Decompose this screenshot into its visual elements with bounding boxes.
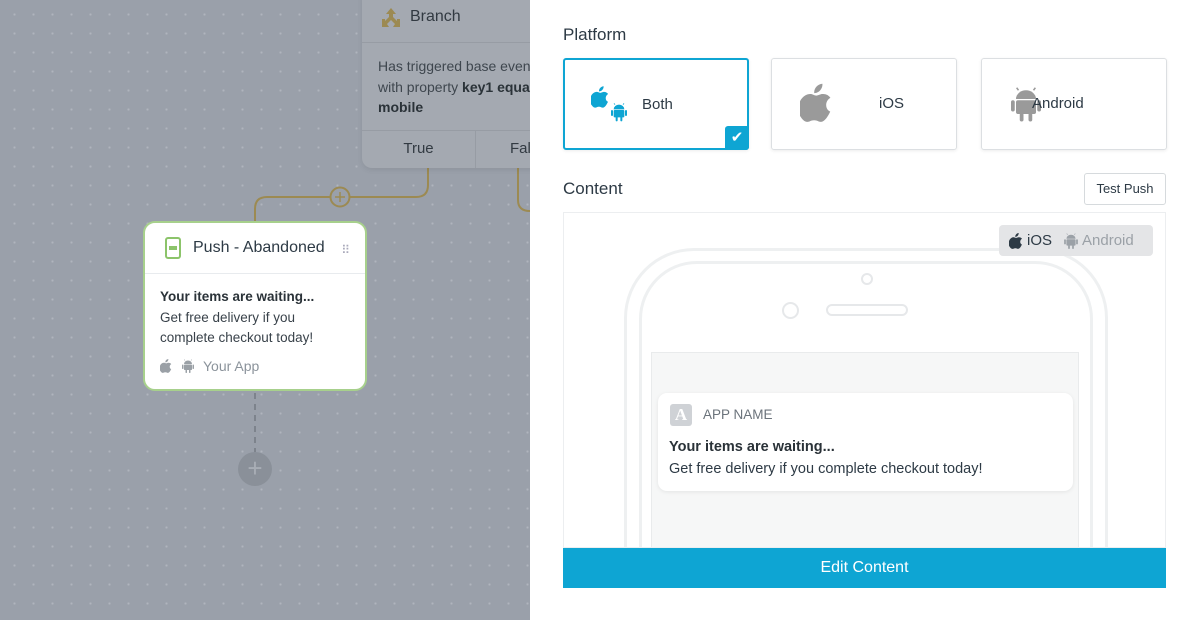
branch-title: Branch (410, 8, 461, 25)
push-message-title: Your items are waiting... (160, 289, 315, 304)
apple-icon (160, 359, 172, 373)
platform-label: Platform (563, 25, 627, 44)
connectors (254, 168, 530, 452)
preview-toggle-ios[interactable]: iOS (1009, 232, 1052, 249)
platform-option-both[interactable]: Both ✔ (563, 58, 749, 150)
apple-icon (591, 86, 609, 108)
platform-label-ios: iOS (879, 95, 905, 112)
push-preview: iOS Android A APP NAME Your items are wa… (563, 212, 1166, 548)
platform-label-android: Android (1032, 95, 1084, 112)
notification-preview: A APP NAME Your items are waiting... Get… (658, 393, 1073, 491)
platform-option-ios[interactable]: iOS (771, 58, 957, 150)
apple-icon (1009, 233, 1023, 249)
branch-false-label[interactable]: False (510, 140, 530, 157)
drag-handle-icon[interactable]: ⠿ (341, 243, 350, 257)
android-icon (182, 359, 194, 373)
apple-icon (800, 83, 832, 123)
platform-option-android[interactable]: Android (981, 58, 1167, 150)
push-node-title: Push - Abandoned (193, 239, 325, 256)
push-message-body: Get free delivery if you complete checko… (160, 310, 314, 345)
add-step-button[interactable]: + (238, 452, 272, 486)
checkmark-icon: ✔ (725, 126, 749, 150)
preview-toggle-android[interactable]: Android (1064, 232, 1134, 249)
edit-content-button[interactable]: Edit Content (563, 548, 1166, 588)
notification-title: Your items are waiting... (669, 439, 835, 455)
phone-frame (624, 248, 1108, 547)
platform-label-both: Both (642, 96, 673, 113)
branch-true-label[interactable]: True (403, 140, 434, 157)
android-icon (611, 102, 627, 122)
content-label: Content (563, 179, 623, 198)
branch-icon (382, 8, 400, 27)
mobile-push-icon (165, 237, 181, 259)
preview-platform-toggle[interactable]: iOS Android (999, 225, 1153, 256)
app-icon: A (670, 404, 692, 426)
notification-body: Get free delivery if you complete checko… (669, 461, 983, 477)
push-settings-panel: Platform Both ✔ iOS Android Content Test… (530, 0, 1200, 620)
android-icon (1064, 233, 1078, 249)
app-name: APP NAME (703, 407, 773, 422)
push-app-label: Your App (203, 358, 260, 374)
test-push-button[interactable]: Test Push (1084, 173, 1166, 205)
push-node[interactable]: Push - Abandoned ⠿ Your items are waitin… (143, 221, 367, 391)
